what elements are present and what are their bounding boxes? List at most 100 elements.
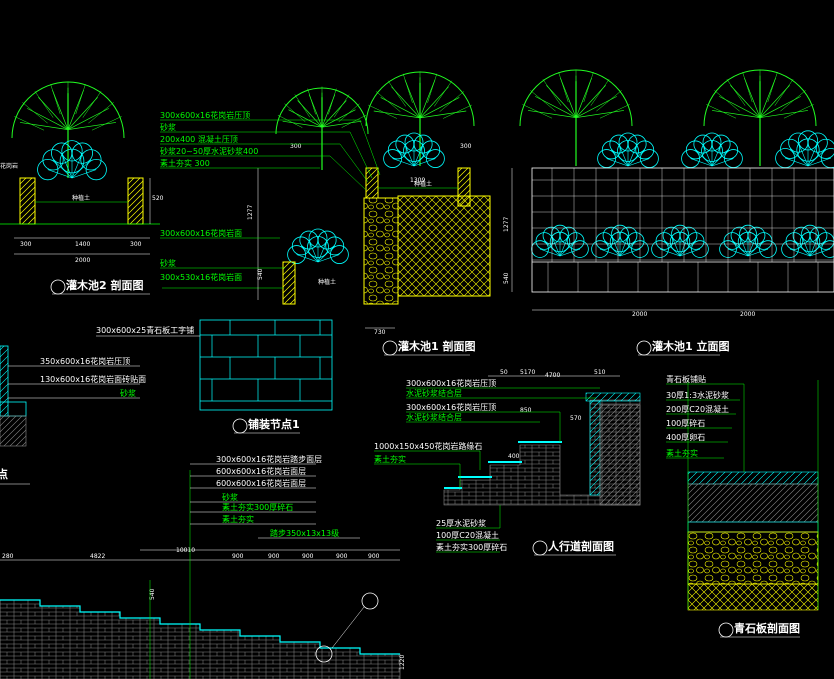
sw-dim-50: 50 <box>500 369 508 376</box>
title-sidewalk: 人行道剖面图 <box>532 539 616 556</box>
es-spec-3: 100厚碎石 <box>666 418 705 428</box>
st-spec-1: 600x600x16花岗岩面层 <box>216 466 306 476</box>
shrub-pool-1-elevation: 1277 540 2000 2000 <box>503 167 834 318</box>
dim-mid: 1400 <box>75 241 90 248</box>
s1-spec-1: 砂浆 <box>160 122 176 132</box>
shrub-pool-1-section: 种植土 种植土 1277 540 1309 300 300 730 300x60… <box>160 110 491 336</box>
title-shrub-pool-1-section: 灌木池1 剖面图 <box>382 339 475 356</box>
st-spec-5: 素土夯实 <box>222 514 254 524</box>
paving-detail-a1: 300x600x25青石板工字铺 <box>96 319 333 411</box>
sw-spec-5: 素土夯实 <box>374 454 406 464</box>
dim-total: 2000 <box>75 257 90 264</box>
shrub-pool-2-section: 种植土 花岗岩 300 1400 300 2000 520 <box>0 162 164 264</box>
st-dim-1220: 1220 <box>399 655 406 670</box>
dim-300b: 300 <box>460 143 472 150</box>
elev-dim-1277: 1277 <box>503 217 510 232</box>
svg-text:灌木池1 剖面图: 灌木池1 剖面图 <box>398 339 475 353</box>
left-curb <box>19 177 36 225</box>
dim-1277: 1277 <box>247 205 254 220</box>
dim-1309: 1309 <box>410 177 425 184</box>
st-note: 踏步350x13x13级 <box>270 528 339 538</box>
st-dim-540: 540 <box>149 588 156 600</box>
s1-spec-6: 砂浆 <box>160 258 176 268</box>
sw-dim-850: 850 <box>520 407 532 414</box>
left-spec-1: 130x600x16花岗岩面砖贴面 <box>40 374 146 384</box>
pebble-foundation <box>363 197 399 305</box>
svg-text:人行道剖面图: 人行道剖面图 <box>548 539 614 553</box>
steps-section: 280 4822 10010 900 900 900 900 900 540 1… <box>0 454 406 679</box>
dim-left: 300 <box>20 241 32 248</box>
dim-540: 540 <box>257 268 264 280</box>
soil-fill <box>397 195 491 297</box>
st-dim-900b: 900 <box>268 553 280 560</box>
soil-label-3: 种植土 <box>414 180 432 188</box>
svg-text:灌木池1 立面图: 灌木池1 立面图 <box>652 339 729 353</box>
left-spec-0: 350x600x16花岗岩压顶 <box>40 356 130 366</box>
shrub-icon <box>681 132 743 168</box>
sw-spec-4: 1000x150x450花岗岩路缘石 <box>374 441 482 451</box>
st-dim-280: 280 <box>2 553 14 560</box>
elev-dim-2000b: 2000 <box>740 311 755 318</box>
sw-dim-510: 510 <box>594 369 606 376</box>
tree-icon <box>365 71 475 166</box>
st-spec-4: 素土夯实300厚碎石 <box>222 502 293 512</box>
svg-text:青石板剖面图: 青石板剖面图 <box>734 621 800 635</box>
sw-spec-8: 素土夯实300厚碎石 <box>436 542 507 552</box>
es-spec-1: 30厚1:3水泥砂浆 <box>666 390 729 400</box>
dim-right: 300 <box>130 241 142 248</box>
st-dim-900d: 900 <box>336 553 348 560</box>
shrub-icon <box>287 228 349 264</box>
st-dim-10010: 10010 <box>176 547 195 554</box>
shrub-icon <box>37 140 107 181</box>
title-shrub-pool-1-elevation: 灌木池1 立面图 <box>636 339 729 356</box>
paving-spec: 300x600x25青石板工字铺 <box>96 325 194 335</box>
es-spec-2: 200厚C20混凝土 <box>666 404 729 414</box>
dim-height: 520 <box>152 195 164 202</box>
vegetation-layer <box>11 69 834 264</box>
title-shrub-pool-2: 灌木池2 剖面图 <box>50 278 150 295</box>
elev-dim-2000a: 2000 <box>632 311 647 318</box>
svg-text:节点: 节点 <box>0 467 8 481</box>
s1-spec-3: 砂浆20~50厚水泥砂浆400 <box>160 146 258 156</box>
s1-spec-0: 300x600x16花岗岩压顶 <box>160 110 250 120</box>
s1-spec-2: 200x400 混凝土压顶 <box>160 134 238 144</box>
title-edge-stone: 青石板剖面图 <box>718 621 800 638</box>
sw-dim-4700: 4700 <box>545 372 560 379</box>
soil-label: 种植土 <box>72 194 90 202</box>
es-spec-0: 青石板铺贴 <box>666 374 706 384</box>
st-dim-900a: 900 <box>232 553 244 560</box>
soil-label-2: 种植土 <box>318 278 336 286</box>
dim-730: 730 <box>374 329 386 336</box>
left-spec-2: 砂浆 <box>120 388 136 398</box>
svg-text:灌木池2 剖面图: 灌木池2 剖面图 <box>66 278 143 292</box>
dim-300: 300 <box>290 143 302 150</box>
shrub-icon <box>531 224 589 258</box>
tree-icon <box>519 69 633 166</box>
st-dim-4822: 4822 <box>90 553 105 560</box>
drawing-titles: 灌木池2 剖面图 灌木池1 剖面图 灌木池1 立面图 铺装节点1 人行道剖面图 … <box>0 278 800 638</box>
tree-icon <box>703 69 817 166</box>
elev-dim-540: 540 <box>503 272 510 284</box>
sw-spec-0: 300x600x16花岗岩压顶 <box>406 378 496 388</box>
sidewalk-section: 50 5170 4700 510 570 400 850 300x600x16花… <box>374 369 641 553</box>
s1-spec-4: 素土夯实 300 <box>160 158 210 168</box>
sw-dim-5170: 5170 <box>520 369 535 376</box>
s1-spec-7: 300x530x16花岗岩面 <box>160 272 242 282</box>
granite-label: 花岗岩 <box>0 162 18 170</box>
edge-stone-section: 青石板铺贴 30厚1:3水泥砂浆 200厚C20混凝土 100厚碎石 400厚卵… <box>666 374 819 611</box>
sw-spec-7: 100厚C20混凝土 <box>436 530 499 540</box>
detail-callout-circle <box>361 592 379 610</box>
right-curb <box>127 177 144 225</box>
es-spec-4: 400厚卵石 <box>666 432 705 442</box>
sw-dim-400: 400 <box>508 453 520 460</box>
tree-icon <box>11 81 125 178</box>
sw-spec-2: 300x600x16花岗岩压顶 <box>406 402 496 412</box>
granite-panel-grid <box>532 168 834 292</box>
shrub-icon <box>383 132 445 168</box>
s1-spec-5: 300x600x16花岗岩面 <box>160 228 242 238</box>
left-partial-detail: 350x600x16花岗岩压顶 130x600x16花岗岩面砖贴面 砂浆 <box>0 345 146 447</box>
st-spec-0: 300x600x16花岗岩踏步面层 <box>216 454 322 464</box>
title-paving-a1: 铺装节点1 <box>232 417 300 434</box>
st-spec-3: 砂浆 <box>222 492 238 502</box>
